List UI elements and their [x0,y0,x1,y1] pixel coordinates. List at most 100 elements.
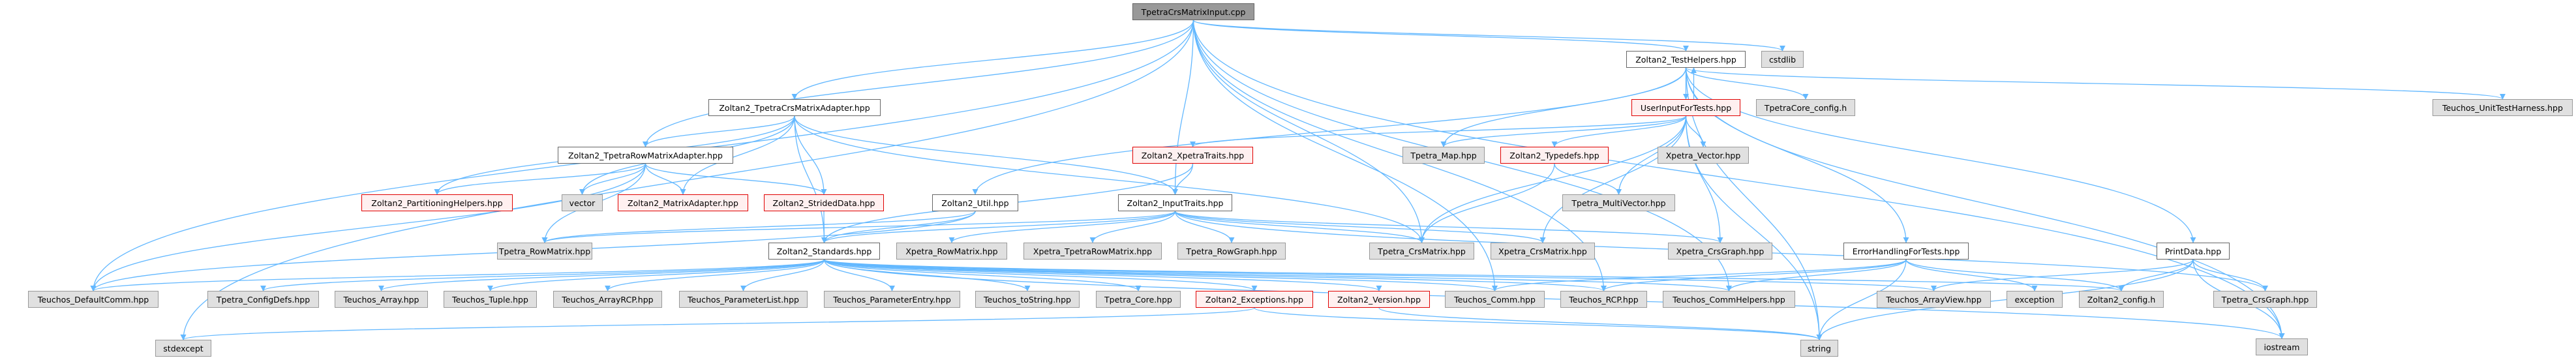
node-testhelpers[interactable]: Zoltan2_TestHelpers.hpp [1626,51,1746,68]
edge-rowadapter-to-matrixadapter [644,163,686,195]
node-tpetramap[interactable]: Tpetra_Map.hpp [1402,147,1485,164]
edge-standards-to-version [823,259,1382,291]
node-standards[interactable]: Zoltan2_Standards.hpp [768,243,880,260]
edge-printdata-to-tpetracrsgraph [2192,259,2269,291]
node-rcp[interactable]: Teuchos_RCP.hpp [1560,291,1647,308]
edge-standards-to-tpetracore [823,259,1142,291]
node-strided[interactable]: Zoltan2_StridedData.hpp [764,194,884,211]
node-xpetravector[interactable]: Xpetra_Vector.hpp [1658,147,1749,164]
edge-testhelpers-to-printdata [1685,67,2196,243]
edge-testhelpers-to-unittest [1685,67,2506,100]
node-xpetracrsgraph[interactable]: Xpetra_CrsGraph.hpp [1668,243,1772,260]
edge-util-to-tpetrarowmatrix [541,211,976,243]
node-tpetrarowgraph[interactable]: Tpetra_RowGraph.hpp [1177,243,1286,260]
node-teuchoscomm[interactable]: Teuchos_Comm.hpp [1445,291,1545,308]
edge-root-to-rcp [1192,20,1607,291]
edge-printdata-to-zconfig [2118,259,2194,291]
edge-standards-to-commhelpers [823,259,1732,291]
edge-standards-to-rcp [823,259,1607,291]
edge-printdata-to-arrayview [1931,259,2194,291]
node-xpetracrsmatrix[interactable]: Xpetra_CrsMatrix.hpp [1491,243,1595,260]
node-printdata[interactable]: PrintData.hpp [2157,243,2230,260]
node-arrayrcp[interactable]: Teuchos_ArrayRCP.hpp [553,291,662,308]
edge-inputtraits-to-xpetracrsmatrix [1174,211,1546,243]
edge-crsadapter-to-matrixadapter [680,115,795,195]
edge-inputtraits-to-xpetracrsgraph [1174,211,1723,243]
node-paramlist[interactable]: Teuchos_ParameterList.hpp [679,291,808,308]
edge-root-to-testhelpers [1192,20,1689,52]
edge-errorhandling-to-commhelpers [1726,259,1907,291]
edge-rowadapter-to-vector [579,163,646,195]
edge-exceptions-to-stdexcept [181,307,1255,340]
node-multivector[interactable]: Tpetra_MultiVector.hpp [1562,194,1675,211]
edge-exceptions-to-string [1254,307,1823,340]
node-tpetracrsgraph[interactable]: Tpetra_CrsGraph.hpp [2213,291,2317,308]
node-errorhandling[interactable]: ErrorHandlingForTests.hpp [1843,243,1969,260]
edge-xpetratraits-to-inputtraits [1172,163,1194,195]
node-teuchosarray[interactable]: Teuchos_Array.hpp [335,291,428,308]
edge-inputtraits-to-xpetrarowmatrix [948,211,1176,243]
node-exception[interactable]: exception [2007,291,2063,308]
edge-root-to-inputtraits [1172,20,1194,195]
node-xpetratpetrarow[interactable]: Xpetra_TpetraRowMatrix.hpp [1023,243,1162,260]
node-vector[interactable]: vector [562,194,603,211]
edge-userinput-to-xpetracrsgraph [1685,115,1723,243]
node-exceptions[interactable]: Zoltan2_Exceptions.hpp [1196,291,1313,308]
node-stdexcept[interactable]: stdexcept [155,340,211,357]
edge-testhelpers-to-string [1685,67,1823,340]
node-userinput[interactable]: UserInputForTests.hpp [1631,99,1740,116]
edge-util-to-standards [821,211,976,243]
edge-crsadapter-to-strided [794,115,827,195]
node-configdefs[interactable]: Tpetra_ConfigDefs.hpp [207,291,319,308]
edge-standards-to-paramlist [740,259,825,291]
node-inputtraits[interactable]: Zoltan2_InputTraits.hpp [1118,194,1232,211]
node-iostream[interactable]: iostream [2256,338,2308,355]
edge-printdata-to-string [1816,259,2194,340]
node-version[interactable]: Zoltan2_Version.hpp [1328,291,1430,308]
edge-rowadapter-to-partitioning [434,163,646,195]
edge-standards-to-defaultcomm [90,259,825,291]
node-partitioning[interactable]: Zoltan2_PartitioningHelpers.hpp [361,194,513,211]
node-typedefs[interactable]: Zoltan2_Typedefs.hpp [1500,147,1609,164]
edge-errorhandling-to-rcp [1601,259,1907,291]
edge-root-to-iostream [1192,20,2285,339]
edge-userinput-to-tpetramap [1440,115,1687,147]
node-tpetracore[interactable]: Tpetra_Core.hpp [1096,291,1181,308]
node-root[interactable]: TpetraCrsMatrixInput.cpp [1132,3,1254,20]
node-unittest[interactable]: Teuchos_UnitTestHarness.hpp [2432,99,2573,116]
node-tostring[interactable]: Teuchos_toString.hpp [975,291,1080,308]
node-arrayview[interactable]: Teuchos_ArrayView.hpp [1877,291,1991,308]
node-xpetratraits[interactable]: Zoltan2_XpetraTraits.hpp [1132,147,1253,164]
edge-rowadapter-to-strided [644,163,827,195]
edge-standards-to-teuchosarray [378,259,825,291]
edge-standards-to-paramentry [823,259,896,291]
edge-errorhandling-to-exception [1905,259,2038,291]
edge-inputtraits-to-xpetratpetrarow [1089,211,1176,243]
node-defaultcomm[interactable]: Teuchos_DefaultComm.hpp [28,291,159,308]
node-cstdlib[interactable]: cstdlib [1761,51,1804,68]
node-commhelpers[interactable]: Teuchos_CommHelpers.hpp [1663,291,1795,308]
edge-crsadapter-to-tpetracrsmatrix [794,115,1425,243]
edge-root-to-stdexcept [180,20,1194,340]
node-tpetracrsmatrix[interactable]: Tpetra_CrsMatrix.hpp [1369,243,1474,260]
node-crsadapter[interactable]: Zoltan2_TpetraCrsMatrixAdapter.hpp [708,99,881,116]
node-tpetracoreconfig[interactable]: TpetraCore_config.h [1756,99,1855,116]
edge-standards-to-configdefs [260,259,825,291]
edge-testhelpers-to-tpetramap [1440,67,1687,147]
edge-rowadapter-to-defaultcomm [90,163,646,291]
edge-errorhandling-to-string [1816,259,1907,340]
node-string[interactable]: string [1800,340,1838,357]
edge-testhelpers-to-iostream [1685,67,2285,339]
node-rowadapter[interactable]: Zoltan2_TpetraRowMatrixAdapter.hpp [558,147,733,164]
node-xpetrarowmatrix[interactable]: Xpetra_RowMatrix.hpp [896,243,1007,260]
node-paramentry[interactable]: Teuchos_ParameterEntry.hpp [824,291,960,308]
edge-root-to-rowadapter [643,20,1194,147]
node-tpetrarowmatrix[interactable]: Tpetra_RowMatrix.hpp [497,243,592,260]
node-matrixadapter[interactable]: Zoltan2_MatrixAdapter.hpp [618,194,748,211]
node-zconfig[interactable]: Zoltan2_config.h [2079,291,2164,308]
edge-userinput-to-xpetravector [1685,115,1706,147]
node-util[interactable]: Zoltan2_Util.hpp [932,194,1018,211]
node-tuple[interactable]: Teuchos_Tuple.hpp [444,291,537,308]
edge-root-to-teuchoscomm [1192,20,1498,291]
